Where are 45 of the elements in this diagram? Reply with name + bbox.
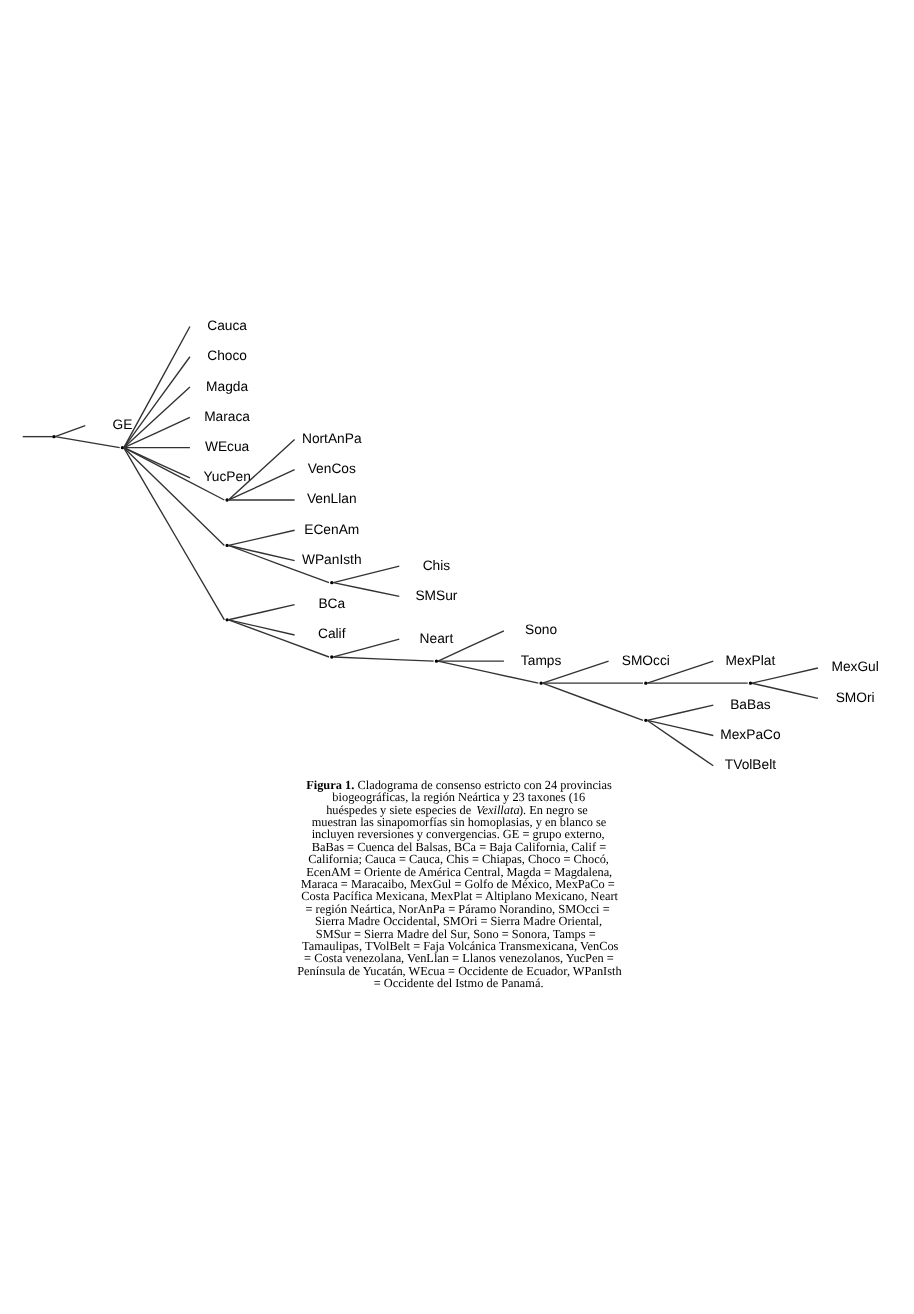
connector	[123, 447, 226, 621]
connector	[123, 356, 191, 449]
connector	[228, 529, 296, 547]
connector	[646, 682, 749, 684]
connector	[228, 603, 296, 621]
connector	[332, 656, 435, 662]
node-point	[644, 681, 648, 685]
connector	[228, 499, 296, 501]
node-point	[330, 655, 334, 659]
connector	[123, 447, 191, 479]
connector	[751, 667, 819, 684]
connector	[646, 660, 714, 684]
node-point	[539, 681, 543, 685]
connector	[437, 660, 540, 684]
connector	[332, 565, 400, 584]
connector	[646, 704, 714, 721]
node-point	[225, 618, 229, 622]
node-point	[748, 681, 753, 685]
connector	[437, 630, 505, 662]
connector	[332, 638, 400, 658]
node-point	[330, 580, 334, 585]
node-point	[434, 659, 439, 663]
connector	[123, 446, 191, 449]
node-point	[644, 718, 648, 723]
connector	[646, 719, 714, 767]
connector	[437, 660, 505, 662]
node-point	[225, 498, 229, 502]
connector	[228, 544, 296, 562]
connector	[227, 619, 330, 658]
connector	[123, 386, 191, 449]
connector	[751, 682, 819, 699]
connector	[542, 660, 610, 684]
node-point	[120, 446, 125, 450]
connector	[123, 447, 226, 501]
node-point	[225, 543, 229, 548]
connector	[123, 325, 191, 449]
connector	[228, 619, 296, 636]
connector	[646, 719, 714, 737]
connector	[228, 469, 296, 501]
node-point	[52, 434, 56, 439]
connector	[123, 416, 191, 449]
connector	[123, 447, 226, 547]
connector	[332, 581, 400, 598]
connector	[228, 438, 296, 501]
connector	[227, 544, 330, 584]
